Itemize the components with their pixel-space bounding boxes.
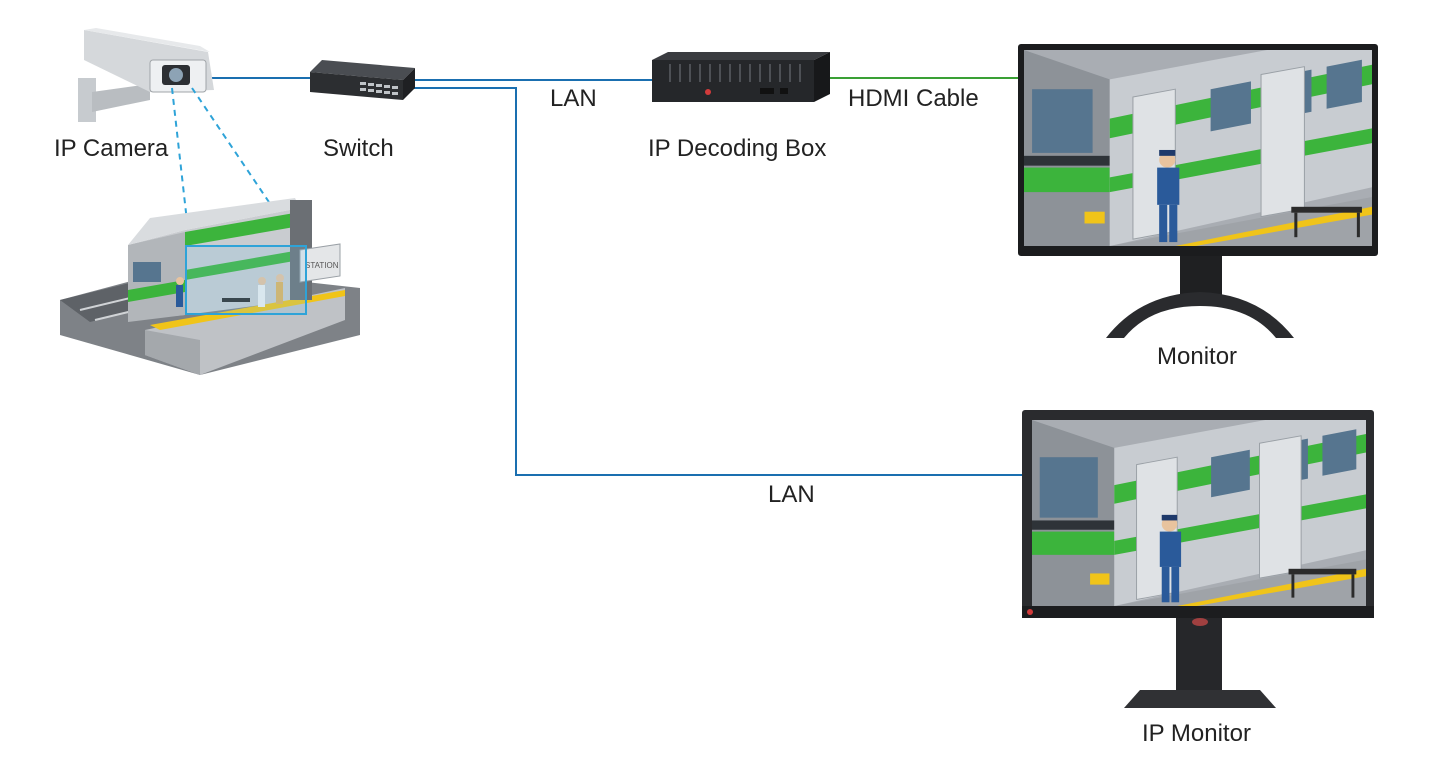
- ip-monitor-label: IP Monitor: [1142, 720, 1251, 747]
- switch-label: Switch: [323, 135, 394, 162]
- lan-line-switch-ip-monitor: [412, 87, 1025, 476]
- lan-label-bottom: LAN: [768, 481, 815, 508]
- connections: [212, 77, 1025, 476]
- ip-decoding-box-label: IP Decoding Box: [648, 135, 826, 162]
- station-scene: STATION: [60, 198, 360, 375]
- station-sign-text: STATION: [305, 261, 339, 270]
- ip-camera-label: IP Camera: [54, 135, 169, 162]
- cctv-camera-icon: [78, 28, 214, 122]
- monitor-label: Monitor: [1157, 343, 1237, 370]
- hdmi-cable-label: HDMI Cable: [848, 85, 979, 112]
- lan-label-top: LAN: [550, 85, 597, 112]
- ip-monitor-icon: [1022, 410, 1374, 708]
- monitor-icon: [1018, 44, 1378, 338]
- network-switch-icon: [310, 60, 415, 100]
- labels: IP Camera Switch LAN IP Decoding Box HDM…: [54, 85, 1251, 747]
- decoder-box-icon: [652, 52, 830, 102]
